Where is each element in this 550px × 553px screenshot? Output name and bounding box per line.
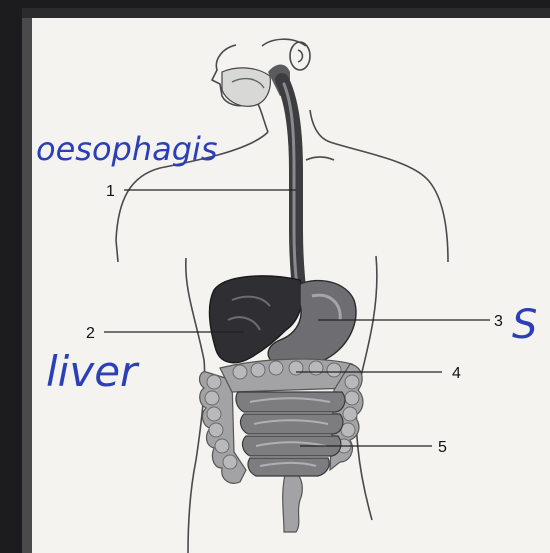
handwritten-liver: liver <box>46 347 140 396</box>
label-4: 4 <box>452 365 461 382</box>
paper-top-edge <box>22 8 550 18</box>
handwritten-oesophagus: oesophagis <box>36 130 218 168</box>
label-5: 5 <box>438 439 447 456</box>
label-3: 3 <box>494 313 503 330</box>
label-2: 2 <box>86 325 95 342</box>
handwritten-stomach-initial: S <box>512 302 537 348</box>
label-1: 1 <box>106 183 115 200</box>
paper-shadow-edge <box>22 12 32 553</box>
